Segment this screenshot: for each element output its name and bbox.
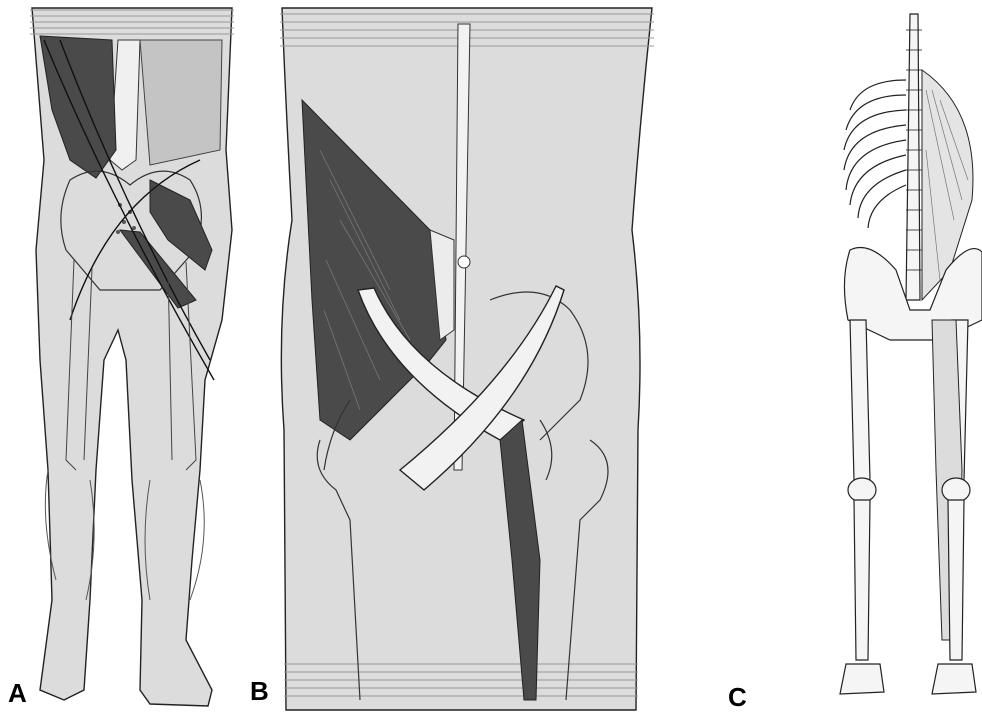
panel-a-illustration (0, 0, 240, 713)
panel-b-illustration (240, 0, 670, 713)
panel-label-b: B (250, 678, 269, 704)
panel-label-c: C (728, 684, 747, 710)
panel-c-illustration (700, 0, 982, 713)
vertebra-marker (458, 256, 470, 268)
panel-b: B (240, 0, 670, 713)
knees-c (848, 478, 970, 502)
panel-c: C (700, 0, 982, 713)
rib-cage-left (844, 80, 906, 228)
feet-c (840, 664, 976, 694)
panel-a: A (0, 0, 240, 713)
spine (906, 14, 920, 300)
panel-label-a: A (8, 680, 27, 706)
right-back-region (140, 40, 222, 165)
